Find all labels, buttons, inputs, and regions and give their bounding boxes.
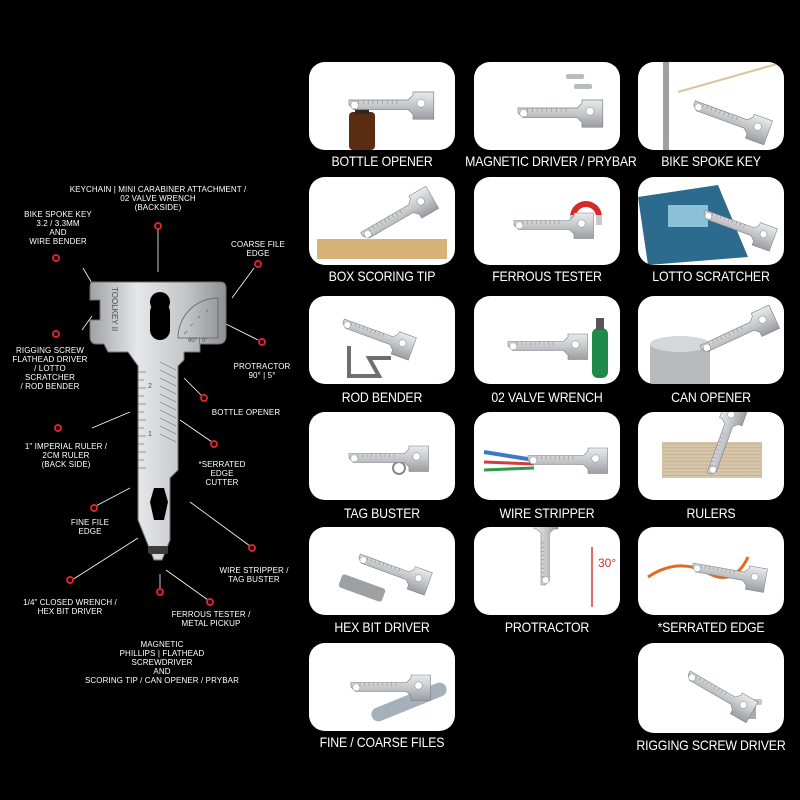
callout-bike-spoke: BIKE SPOKE KEY 3.2 / 3.3mm AND WIRE BEND… xyxy=(24,210,92,246)
protractor-engraving: 90° | 5° xyxy=(188,338,208,344)
magnetic-driver-photo xyxy=(517,74,604,128)
feature-tile-tag-buster xyxy=(309,412,455,500)
rulers-photo xyxy=(662,412,762,478)
feature-tile-hex-bit xyxy=(309,527,455,615)
callout-bottle-opener: BOTTLE OPENER xyxy=(211,408,281,417)
files-photo xyxy=(350,674,447,722)
serrated-edge-photo xyxy=(647,556,768,593)
callout-wire-stripper: WIRE STRIPPER / TAG BUSTER xyxy=(219,566,289,584)
feature-tile-protractor: 30° xyxy=(474,527,620,615)
feature-caption-valve-wrench: 02 VALVE WRENCH xyxy=(491,389,603,405)
feature-caption-wire-stripper: WIRE STRIPPER xyxy=(499,505,595,521)
feature-tile-can-opener xyxy=(638,296,784,384)
callout-ruler: 1" IMPERIAL RULER / 2cm RULER (BACK SIDE… xyxy=(24,442,108,469)
callout-fine-file: FINE FILE EDGE xyxy=(70,518,110,536)
box-scoring-photo xyxy=(317,185,447,259)
feature-tile-serrated-edge xyxy=(638,527,784,615)
callout-serrated: *SERRATED EDGE CUTTER xyxy=(198,460,246,487)
feature-caption-rod-bender: ROD BENDER xyxy=(341,389,423,405)
bottle-opener-photo xyxy=(348,91,435,150)
wire-stripper-photo xyxy=(483,447,608,474)
leader-lines xyxy=(71,228,259,601)
rigging-screw-photo xyxy=(687,670,762,724)
protractor-photo: 30° xyxy=(533,527,616,607)
ferrous-tester-photo xyxy=(513,201,602,239)
toolkey-body xyxy=(89,281,227,561)
toolkey-diagram: TOOLKEY II 90° | 5° 2 1 xyxy=(52,222,266,606)
valve-wrench-photo xyxy=(507,318,608,378)
feature-caption-protractor: PROTRACTOR xyxy=(504,619,590,635)
ruler-mark-1: 1 xyxy=(148,431,152,438)
callout-keychain: KEYCHAIN | MINI CARABINER ATTACHMENT / 0… xyxy=(69,185,247,212)
rod-bender-photo xyxy=(342,318,417,378)
ruler-mark-2: 2 xyxy=(148,383,152,390)
protractor-angle-label: 30° xyxy=(598,556,616,570)
callout-dots xyxy=(52,222,266,606)
callout-protractor: PROTRACTOR 90° | 5° xyxy=(233,362,291,380)
feature-tile-ferrous-tester xyxy=(474,177,620,265)
feature-caption-files: FINE / COARSE FILES xyxy=(319,734,445,750)
brand-engraving: TOOLKEY II xyxy=(110,287,119,331)
feature-caption-tag-buster: TAG BUSTER xyxy=(343,505,421,521)
callout-ferrous: FERROUS TESTER / METAL PICKUP xyxy=(171,610,251,628)
feature-tile-wire-stripper xyxy=(474,412,620,500)
feature-tile-rigging-screw xyxy=(638,643,784,733)
callout-magnetic: MAGNETIC PHILLIPS | FLATHEAD SCREWDRIVER… xyxy=(84,640,239,685)
can-opener-photo xyxy=(650,304,781,384)
feature-caption-box-scoring: BOX SCORING TIP xyxy=(328,268,436,284)
feature-caption-ferrous-tester: FERROUS TESTER xyxy=(492,268,602,284)
feature-tile-files xyxy=(309,643,455,731)
feature-tile-lotto-scratcher xyxy=(638,177,784,265)
feature-caption-rigging-screw: RIGGING SCREW DRIVER xyxy=(636,737,786,753)
hex-bit-photo xyxy=(338,553,433,602)
feature-tile-magnetic-driver xyxy=(474,62,620,150)
feature-caption-bottle-opener: BOTTLE OPENER xyxy=(331,153,433,169)
lotto-scratcher-photo xyxy=(638,185,778,265)
feature-caption-bike-spoke: BIKE SPOKE KEY xyxy=(661,153,761,169)
feature-caption-serrated-edge: *SERRATED EDGE xyxy=(657,619,765,635)
feature-tile-bike-spoke xyxy=(638,62,784,150)
callout-coarse-file: COARSE FILE EDGE xyxy=(230,240,285,258)
feature-caption-hex-bit: HEX BIT DRIVER xyxy=(334,619,430,635)
tag-buster-photo xyxy=(348,445,429,475)
feature-tile-rulers xyxy=(638,412,784,500)
callout-rigging: RIGGING SCREW FLATHEAD DRIVER / LOTTO SC… xyxy=(12,346,88,391)
feature-caption-lotto-scratcher: LOTTO SCRATCHER xyxy=(652,268,770,284)
feature-tile-rod-bender xyxy=(309,296,455,384)
feature-caption-rulers: RULERS xyxy=(686,505,736,521)
feature-tile-bottle-opener xyxy=(309,62,455,150)
feature-tile-valve-wrench xyxy=(474,296,620,384)
bike-spoke-photo xyxy=(663,62,784,150)
feature-caption-magnetic-driver: MAGNETIC DRIVER / PRYBAR xyxy=(465,153,637,169)
feature-tile-box-scoring xyxy=(309,177,455,265)
callout-closed-wrench: 1/4" CLOSED WRENCH / HEX BIT DRIVER xyxy=(23,598,117,616)
feature-caption-can-opener: CAN OPENER xyxy=(671,389,751,405)
